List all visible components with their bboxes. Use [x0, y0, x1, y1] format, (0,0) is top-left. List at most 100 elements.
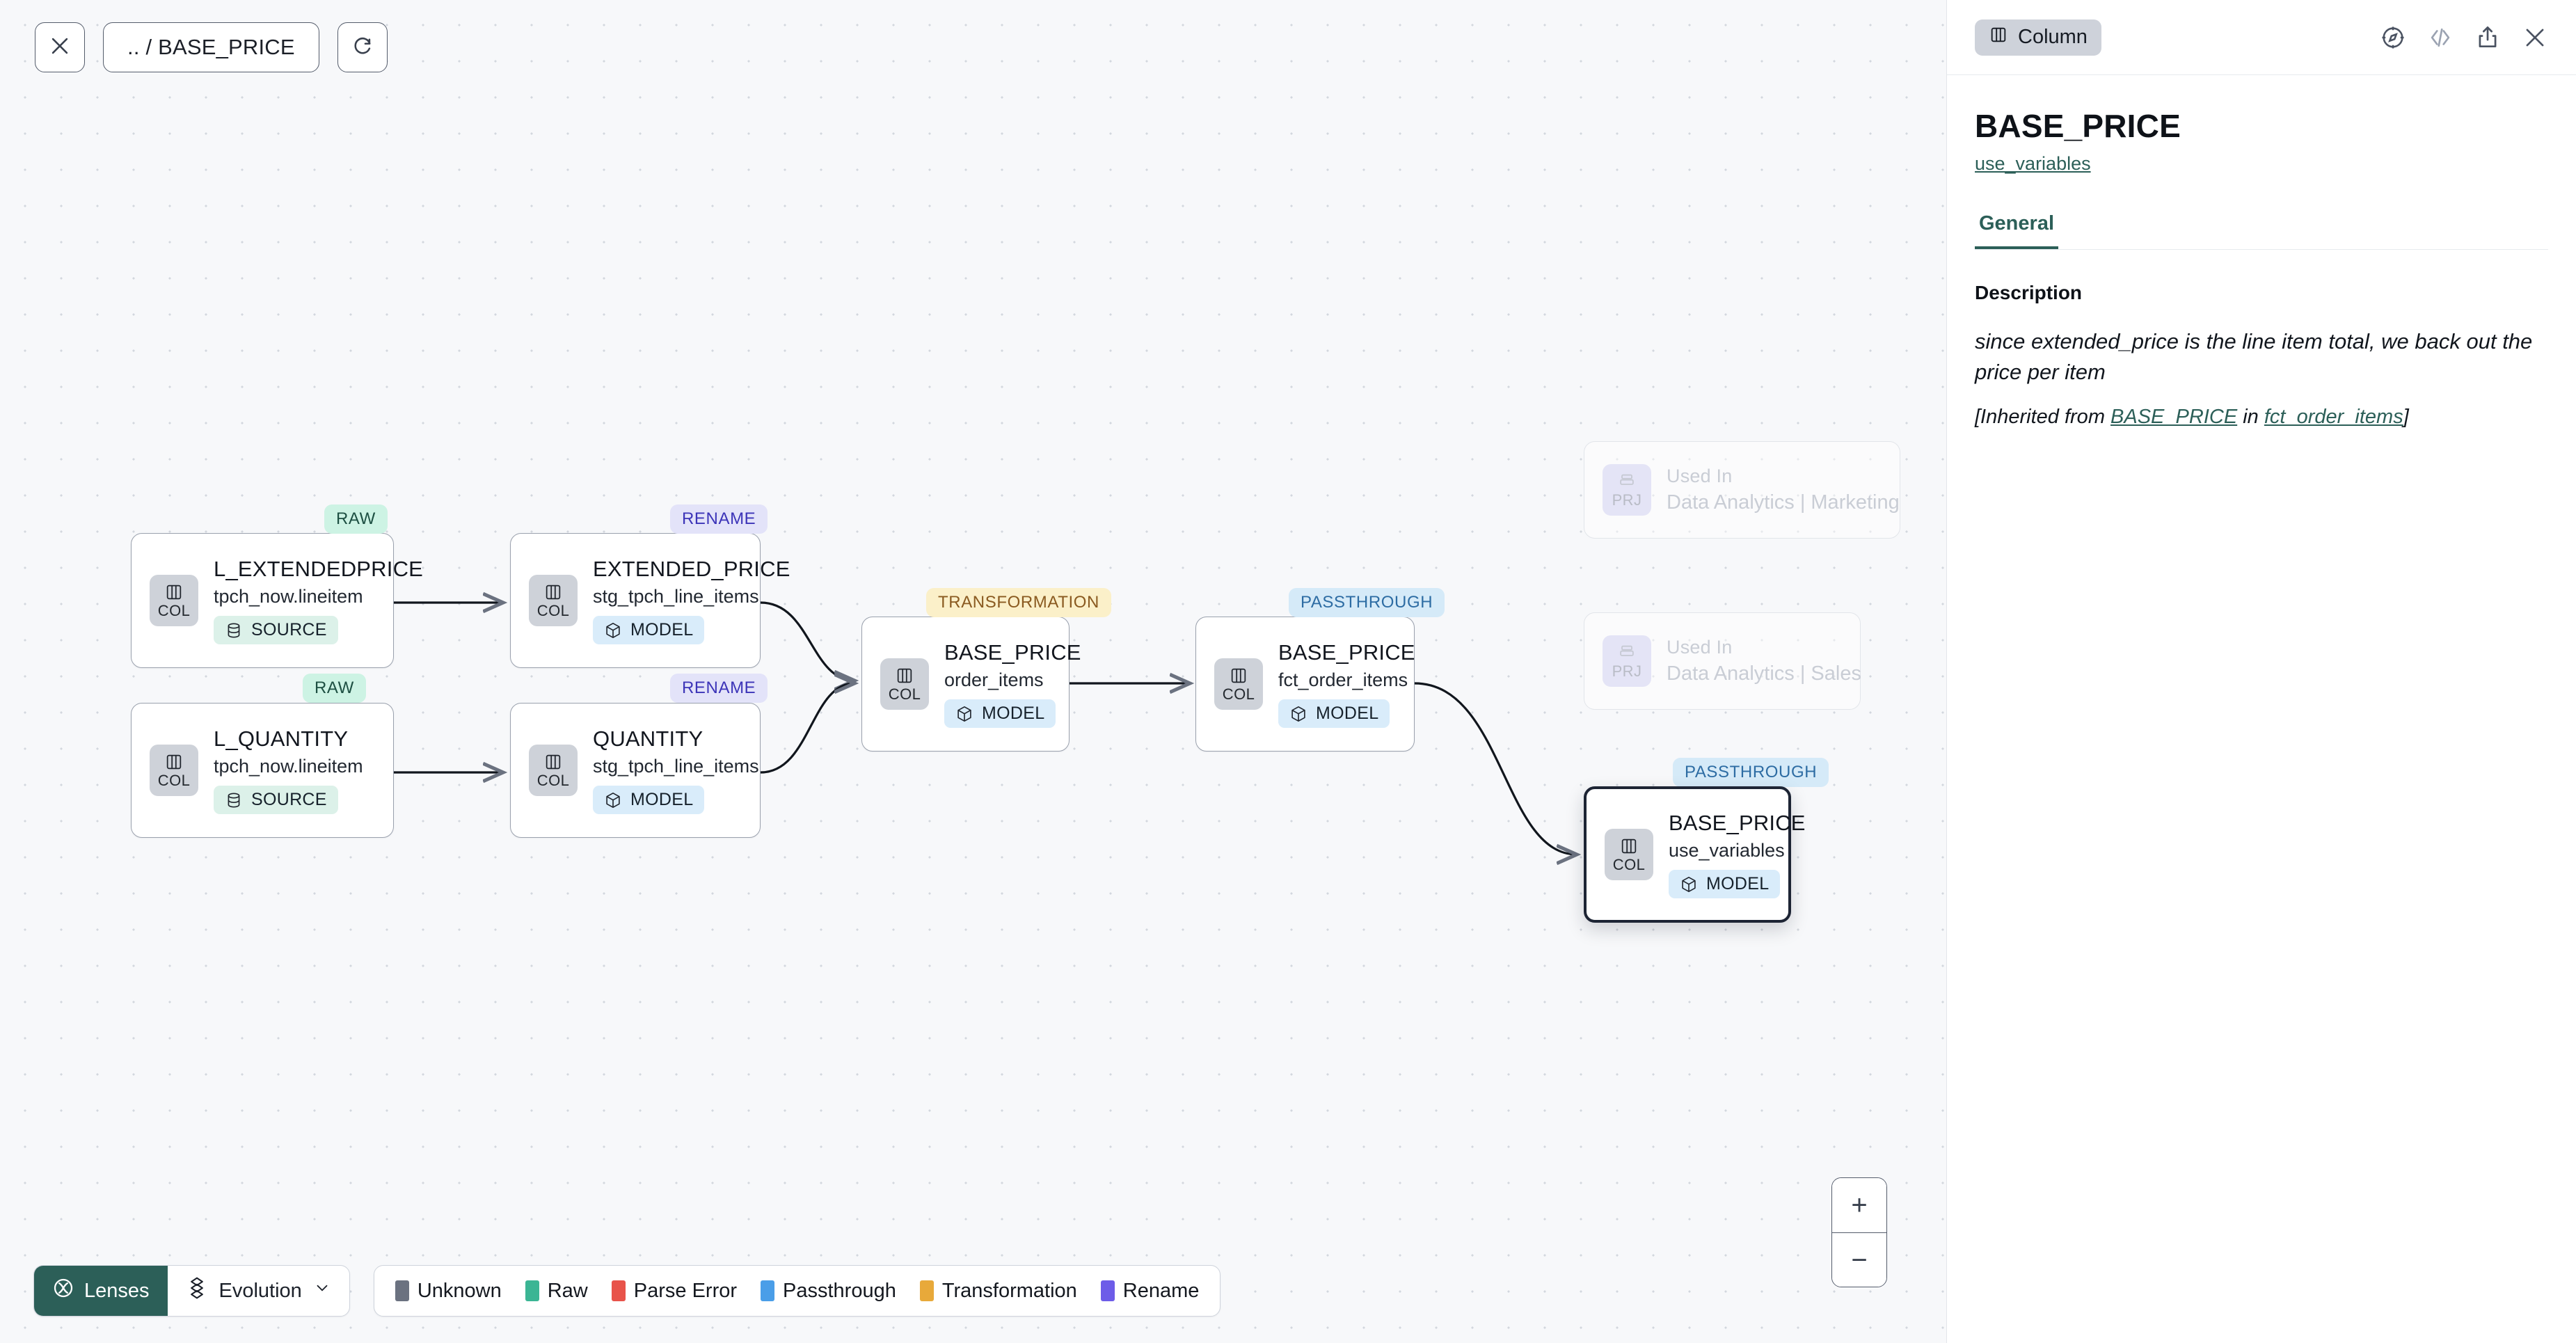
node-kind-label: MODEL [982, 704, 1045, 723]
panel-actions [2380, 24, 2548, 51]
legend-swatch [761, 1280, 775, 1301]
legend-swatch [395, 1280, 409, 1301]
lens-icon [52, 1277, 74, 1305]
column-icon [1989, 25, 2008, 50]
used-in-label: Used In [1667, 466, 1733, 486]
compass-icon[interactable] [2380, 24, 2406, 51]
node-kind-badge: MODEL [944, 699, 1056, 728]
node-title: BASE_PRICE [1278, 640, 1415, 665]
details-panel: Column BASE_PRICE use_variables [1946, 0, 2576, 1343]
column-chip: COL [1214, 658, 1263, 710]
node-kind-label: MODEL [630, 790, 694, 809]
breadcrumb[interactable]: .. / BASE_PRICE [103, 22, 319, 72]
node-kind-label: SOURCE [251, 620, 327, 639]
node-tag-transformation: TRANSFORMATION [926, 588, 1111, 617]
project-chip: PRJ [1603, 635, 1651, 687]
legend-item[interactable]: Unknown [395, 1280, 502, 1303]
zoom-controls: + − [1831, 1177, 1887, 1287]
node-subtitle: use_variables [1669, 840, 1785, 861]
inherited-suffix: ] [2403, 406, 2409, 429]
inherited-prefix: [Inherited from [1975, 406, 2111, 429]
chevron-down-icon [313, 1279, 331, 1303]
node-tag-passthrough: PASSTHROUGH [1289, 588, 1445, 617]
legend-item[interactable]: Transformation [919, 1280, 1077, 1303]
node-kind-badge: MODEL [1669, 870, 1781, 898]
zoom-in-button[interactable]: + [1832, 1178, 1886, 1232]
used-in-node[interactable]: PRJ Used In Data Analytics | Marketing [1584, 441, 1900, 539]
used-in-label: Used In [1667, 637, 1733, 658]
description-heading: Description [1975, 282, 2083, 303]
zoom-out-button[interactable]: − [1832, 1232, 1886, 1287]
inherited-column-link[interactable]: BASE_PRICE [2110, 406, 2238, 429]
node-kind-label: MODEL [1316, 704, 1379, 723]
parent-model-link-wrap: use_variables [1947, 145, 2576, 175]
refresh-button[interactable] [337, 22, 388, 72]
column-chip-label: COL [536, 772, 570, 789]
description-text: since extended_price is the line item to… [1975, 329, 2533, 385]
close-lineage-button[interactable] [35, 22, 85, 72]
column-chip-label: COL [157, 772, 191, 789]
legend-item[interactable]: Rename [1100, 1280, 1199, 1303]
lineage-edge [1414, 682, 1577, 855]
inherited-note: [Inherited from BASE_PRICE in fct_order_… [1975, 406, 2548, 429]
parent-model-link[interactable]: use_variables [1975, 153, 2091, 174]
node-subtitle: order_items [944, 669, 1044, 690]
node-subtitle: tpch_now.lineitem [214, 756, 363, 777]
lenses-segment: Lenses Evolution [33, 1265, 350, 1317]
node-title: EXTENDED_PRICE [593, 557, 790, 581]
node-tag-passthrough: PASSTHROUGH [1673, 758, 1829, 787]
legend-swatch [919, 1280, 934, 1301]
lenses-button[interactable]: Lenses [34, 1266, 168, 1316]
evolution-label: Evolution [218, 1279, 302, 1302]
lineage-canvas[interactable]: .. / BASE_PRICE PRJ Used In Data Analytics… [0, 0, 1946, 1343]
tab-general[interactable]: General [1975, 212, 2058, 249]
node-title: L_EXTENDEDPRICE [214, 557, 424, 581]
legend-item[interactable]: Parse Error [611, 1280, 737, 1303]
lineage-legend: Unknown Raw Parse Error Passthrough Transfor… [373, 1265, 1221, 1317]
column-chip: COL [880, 658, 929, 710]
legend-swatch [1100, 1280, 1115, 1301]
panel-tabs: General [1975, 212, 2548, 250]
column-chip-label: COL [1612, 856, 1646, 873]
project-chip-label: PRJ [1612, 491, 1642, 509]
node-subtitle: stg_tpch_line_items [593, 756, 759, 777]
page-title: BASE_PRICE [1975, 108, 2181, 144]
close-icon[interactable] [2522, 24, 2548, 51]
code-icon[interactable] [2427, 24, 2454, 51]
column-chip: COL [1605, 829, 1653, 880]
node-subtitle: fct_order_items [1278, 669, 1408, 690]
node-subtitle: tpch_now.lineitem [214, 586, 363, 607]
evolution-dropdown[interactable]: Evolution [168, 1266, 349, 1316]
node-title: L_QUANTITY [214, 726, 349, 751]
node-tag-rename: RENAME [670, 674, 768, 703]
project-chip: PRJ [1603, 464, 1651, 516]
legend-item[interactable]: Passthrough [761, 1280, 896, 1303]
node-kind-badge: MODEL [593, 616, 705, 644]
column-chip-label: COL [888, 685, 921, 703]
used-in-value: Data Analytics | Marketing [1667, 491, 1900, 514]
canvas-toolbar: .. / BASE_PRICE [35, 22, 388, 72]
bottom-toolbar: Lenses Evolution Unknown Raw Parse Error Pa… [33, 1265, 1221, 1317]
node-kind-badge: MODEL [593, 786, 705, 814]
inherited-model-link[interactable]: fct_order_items [2264, 406, 2403, 429]
column-chip: COL [529, 745, 578, 796]
entity-type-chip: Column [1975, 19, 2101, 56]
node-tag-rename: RENAME [670, 504, 768, 534]
legend-item[interactable]: Raw [525, 1280, 588, 1303]
legend-label: Passthrough [783, 1279, 896, 1302]
entity-type-label: Column [2018, 26, 2088, 48]
column-chip: COL [150, 575, 198, 626]
share-icon[interactable] [2474, 24, 2501, 51]
